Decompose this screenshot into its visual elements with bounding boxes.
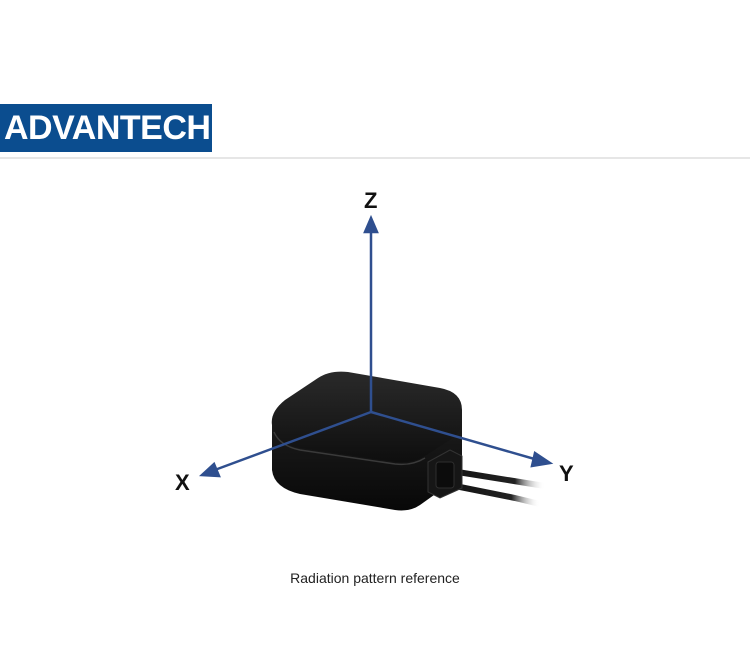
figure-caption: Radiation pattern reference: [290, 570, 460, 586]
x-axis-label: X: [175, 470, 190, 495]
z-axis-label: Z: [364, 188, 378, 213]
x-axis-line: [211, 410, 372, 473]
header-divider: [0, 157, 750, 159]
advantech-logo: ADVANTECH: [0, 104, 212, 152]
z-arrow-icon: [363, 214, 379, 234]
logo-text: ADVANTECH: [4, 109, 211, 147]
antenna-cables: [442, 467, 548, 507]
x-arrow-icon: [198, 461, 221, 478]
axes: [198, 214, 554, 478]
y-axis-label: Y: [559, 461, 574, 486]
antenna-device: [271, 371, 463, 511]
y-axis-line: [370, 410, 539, 462]
y-arrow-icon: [530, 450, 554, 468]
